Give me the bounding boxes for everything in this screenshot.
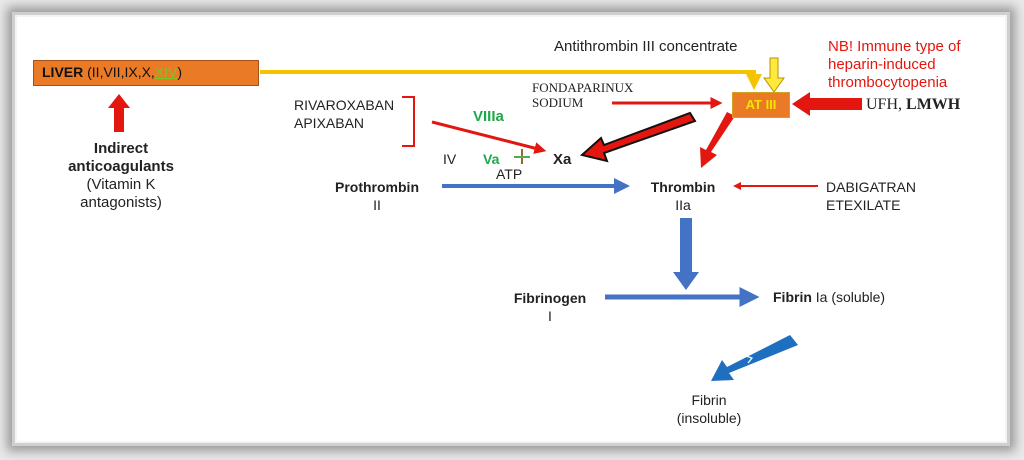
lmwh-label: LMWH [906, 96, 961, 113]
concentrate-arrow [763, 57, 785, 93]
nb-line2: heparin-induced [828, 56, 936, 73]
heparin-arrow [792, 92, 862, 116]
indirect-line2: anticoagulants [68, 158, 174, 175]
fibrin-insoluble-line1: Fibrin [691, 392, 727, 408]
liver-factors-close: ) [177, 64, 183, 80]
fibrin-soluble-name: Fibrin [773, 289, 812, 305]
factor-iv: IV [443, 151, 457, 167]
liver-to-at3-line [260, 70, 762, 90]
heparin-label: UFH, LMWH [866, 95, 960, 114]
fibrin-insoluble-line2: (insoluble) [676, 410, 742, 426]
dabigatran-line1: DABIGATRAN [826, 179, 916, 195]
indirect-up-arrow [108, 94, 130, 132]
indirect-line3: (Vitamin K [86, 176, 156, 193]
fibrin-arrow-tick [745, 355, 754, 364]
prothrombin-num: II [373, 197, 381, 213]
thrombin: Thrombin IIa [636, 178, 730, 214]
at3-to-xa-arrow [579, 111, 697, 163]
fondaparinux-label: FONDAPARINUX SODIUM [532, 80, 633, 110]
factor-va: Va [483, 151, 500, 167]
xa-inhibitor-arrow [431, 120, 547, 154]
fibrinogen-name: Fibrinogen [513, 290, 587, 306]
liver-factors: (II,VII,IX,X, [83, 64, 155, 80]
dabigatran-label: DABIGATRAN ETEXILATE [826, 178, 916, 214]
thrombin-name: Thrombin [650, 179, 716, 195]
dabigatran-line2: ETEXILATE [826, 197, 901, 213]
fondaparinux-line1: FONDAPARINUX [532, 80, 634, 95]
thrombin-num: IIa [675, 197, 691, 213]
atp-label: ATP [496, 166, 523, 182]
at3-to-thrombin-arrow [700, 112, 735, 168]
nb-line1: NB! Immune type of [828, 38, 961, 55]
fibrinogen-num: I [548, 308, 552, 324]
at3-box: AT III [732, 92, 790, 118]
fibrin-soluble: Fibrin Ia (soluble) [773, 289, 885, 306]
liver-box: LIVER (II,VII,IX,X,XIV) [33, 60, 259, 86]
factor-xa: Xa [553, 151, 572, 168]
indirect-line4: antagonists) [80, 194, 162, 211]
liver-label: LIVER [42, 64, 84, 80]
fibrinogen: Fibrinogen I [500, 289, 600, 325]
nb-line3: thrombocytopenia [828, 74, 948, 91]
apixaban-label: APIXABAN [294, 115, 365, 131]
indirect-anticoagulants: Indirect anticoagulants (Vitamin K antag… [48, 140, 194, 212]
thrombin-down-arrow [673, 218, 699, 290]
fondaparinux-line2: SODIUM [532, 95, 584, 110]
indirect-line1: Indirect [93, 140, 149, 157]
prothrombin-name: Prothrombin [335, 179, 419, 195]
fibrin-insoluble: Fibrin (insoluble) [664, 391, 754, 427]
antithrombin-concentrate-label: Antithrombin III concentrate [554, 38, 738, 55]
nb-hit-note: NB! Immune type of heparin-induced throm… [828, 38, 961, 92]
xa-inhibitor-bracket [402, 96, 415, 147]
ufh-label: UFH, [866, 96, 907, 113]
liver-factor-xiv: XIV [154, 64, 178, 80]
factor-viiia: VIIIa [473, 108, 504, 125]
prothrombin: Prothrombin II [322, 178, 432, 214]
rivaroxaban-label: RIVAROXABAN [294, 97, 395, 113]
xa-inhibitors-label: RIVAROXABAN APIXABAN [294, 96, 394, 132]
fibrin-soluble-rest: Ia (soluble) [811, 289, 886, 305]
fibrin-insoluble-arrow [711, 335, 798, 381]
